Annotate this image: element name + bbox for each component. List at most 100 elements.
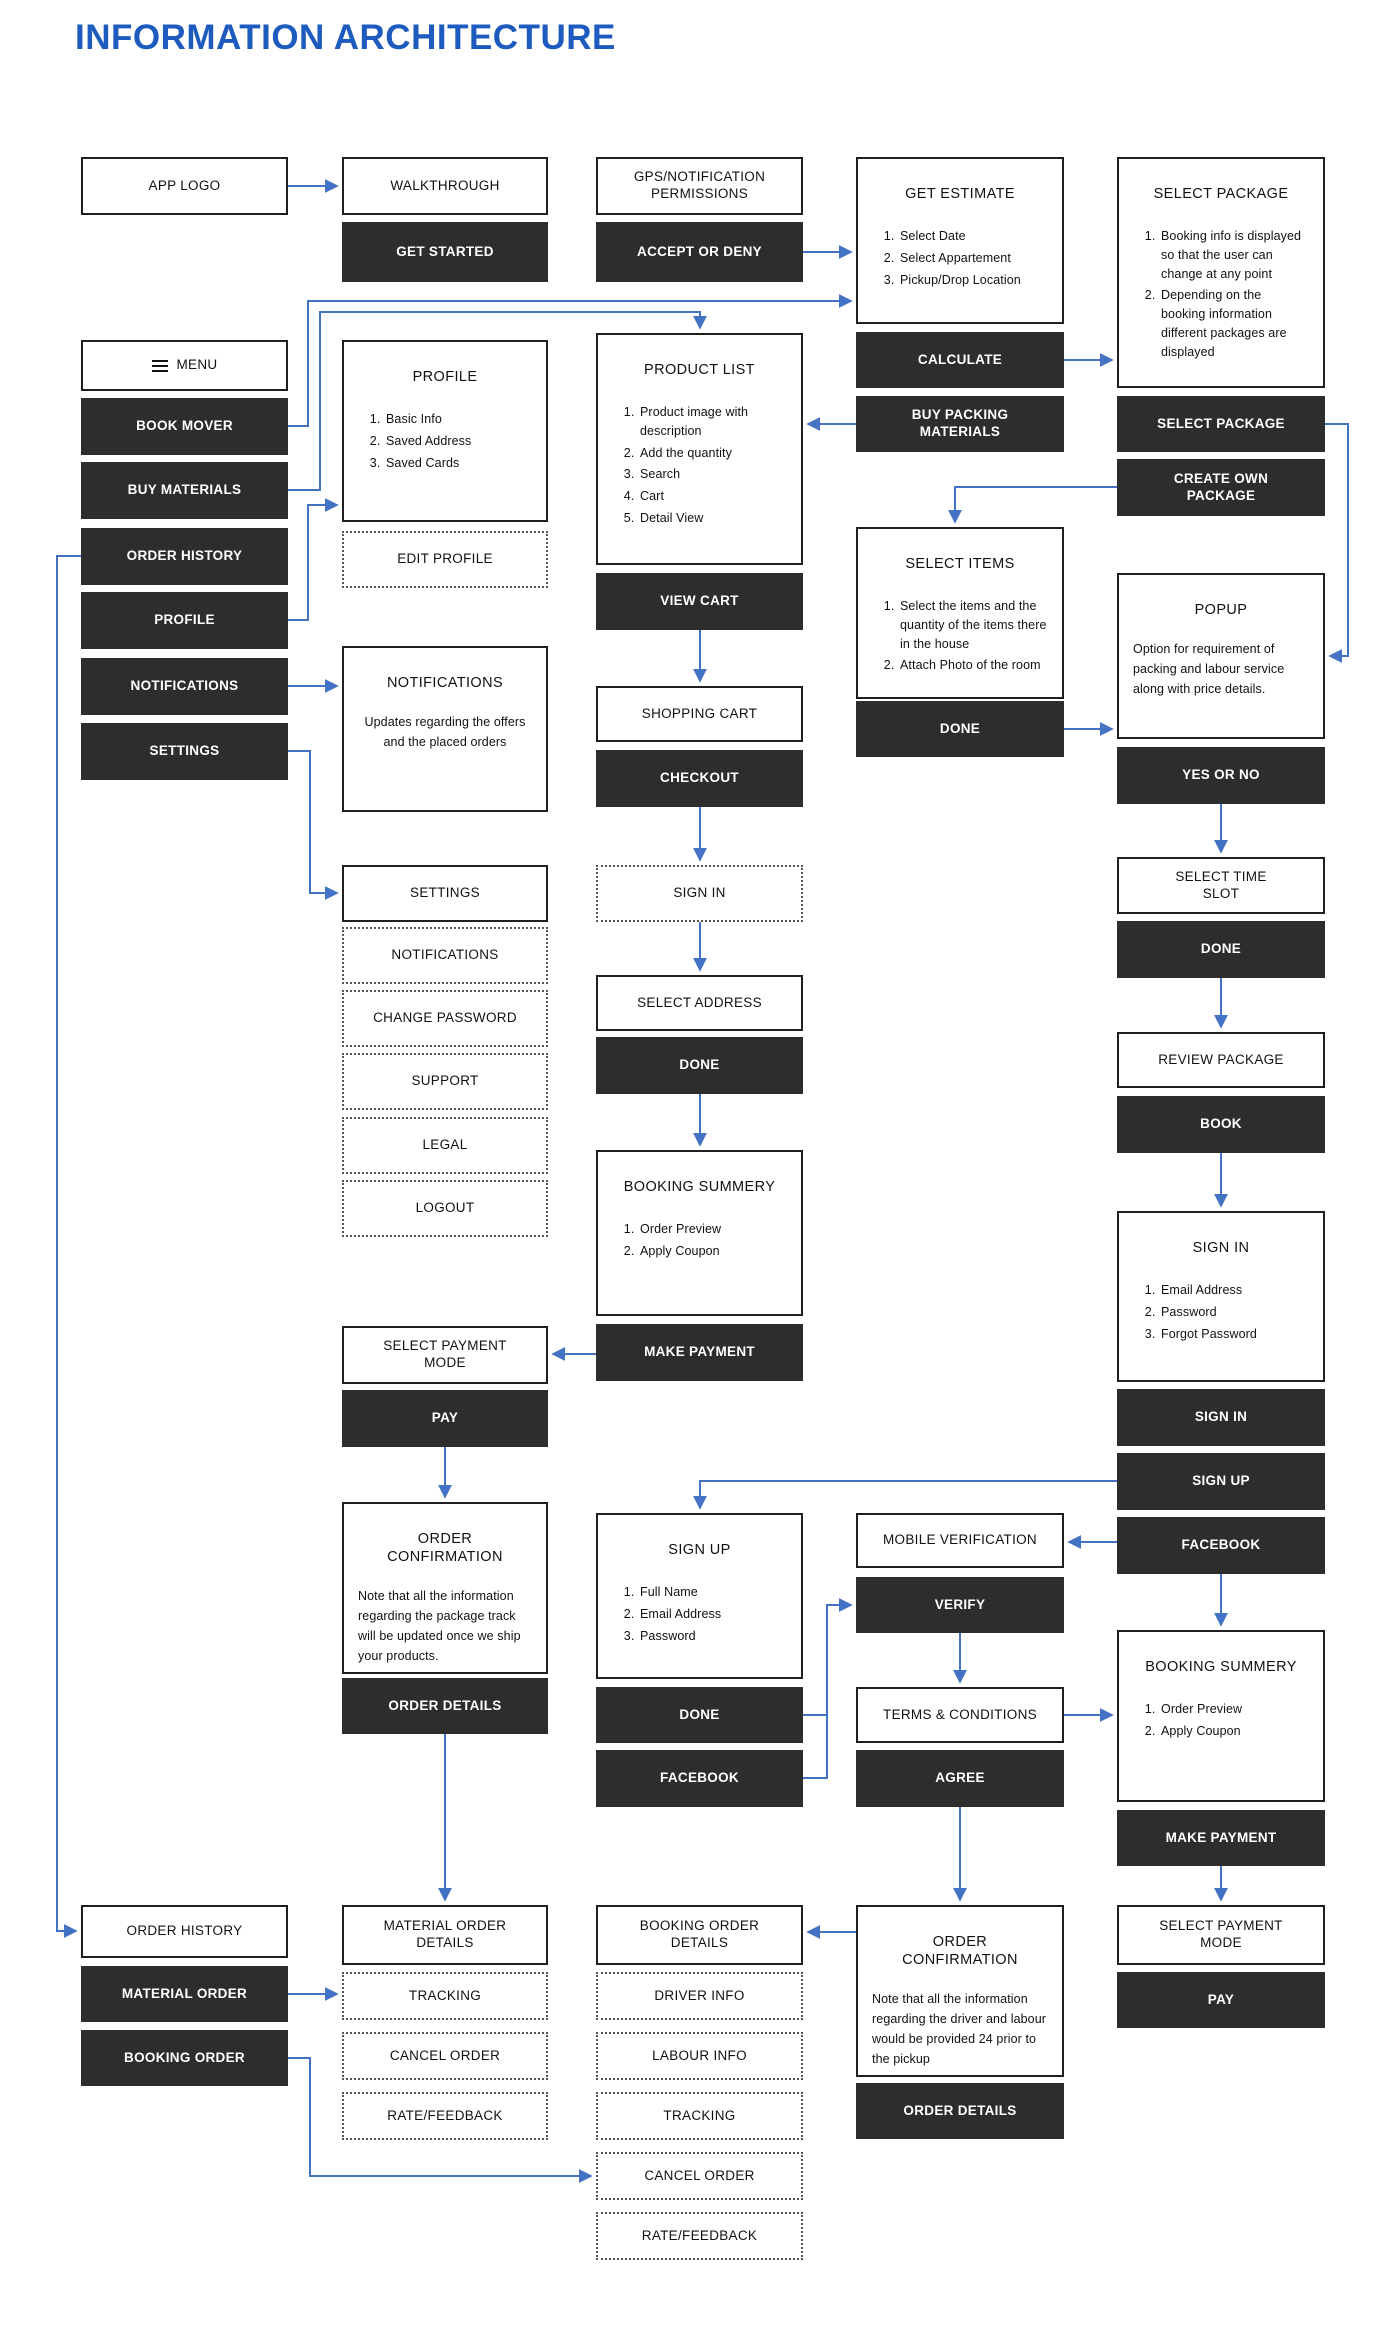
sign-in-button: SIGN IN <box>1117 1389 1325 1446</box>
order-confirmation-screen-1-note: Note that all the information regarding … <box>358 1589 521 1664</box>
gps-notification-permissions: GPS/NOTIFICATION PERMISSIONS <box>596 157 803 215</box>
menu-item-profile: PROFILE <box>81 592 288 649</box>
product-list-screen: PRODUCT LISTProduct image with descripti… <box>596 333 803 565</box>
profile-screen-item: Basic Info <box>384 410 532 429</box>
booking-summary-screen-2-item: Order Preview <box>1159 1700 1309 1719</box>
make-payment-button-1-label: MAKE PAYMENT <box>644 1344 755 1360</box>
select-package-screen-item: Booking info is displayed so that the us… <box>1159 227 1309 283</box>
order-details-button-2-label: ORDER DETAILS <box>903 2102 1017 2118</box>
order-confirmation-screen-2-note: Note that all the information regarding … <box>872 1992 1047 2067</box>
product-list-screen-item: Add the quantity <box>638 444 787 463</box>
booking-order-cancel-order-label: CANCEL ORDER <box>644 2167 755 2183</box>
booking-order-tracking: TRACKING <box>596 2092 803 2140</box>
app-logo-label: APP LOGO <box>148 177 221 193</box>
walkthrough: WALKTHROUGH <box>342 157 548 215</box>
menu-item-settings-label: SETTINGS <box>149 743 220 759</box>
menu-item-buy-materials-label: BUY MATERIALS <box>127 482 242 498</box>
product-list-screen-title: PRODUCT LIST <box>644 362 755 378</box>
booking-order-labour-info: LABOUR INFO <box>596 2032 803 2080</box>
done-address-button-label: DONE <box>679 1057 720 1073</box>
sign-in-screen-item: Forgot Password <box>1159 1325 1309 1344</box>
sign-in-screen: SIGN INEmail AddressPasswordForgot Passw… <box>1117 1211 1325 1382</box>
profile-screen: PROFILEBasic InfoSaved AddressSaved Card… <box>342 340 548 522</box>
select-payment-mode-screen-2: SELECT PAYMENT MODE <box>1117 1905 1325 1965</box>
verify-button: VERIFY <box>856 1577 1064 1633</box>
select-payment-mode-screen-2-label: SELECT PAYMENT MODE <box>1159 1918 1283 1950</box>
make-payment-button-2-label: MAKE PAYMENT <box>1165 1829 1277 1845</box>
select-items-screen-items: Select the items and the quantity of the… <box>872 597 1048 678</box>
calculate-button-label: CALCULATE <box>917 351 1003 367</box>
pay-button-2: PAY <box>1117 1972 1325 2028</box>
menu-icon <box>151 357 168 375</box>
profile-screen-title: PROFILE <box>412 369 478 385</box>
booking-order-details-screen-label: BOOKING ORDER DETAILS <box>639 1918 760 1950</box>
get-estimate-item: Select Appartement <box>898 249 1048 268</box>
sign-in-prompt: SIGN IN <box>596 865 803 922</box>
calculate-button: CALCULATE <box>856 332 1064 388</box>
buy-packing-materials-button-label: BUY PACKING MATERIALS <box>911 407 1009 439</box>
sign-up-screen-item: Password <box>638 1627 787 1646</box>
get-estimate-item: Select Date <box>898 227 1048 246</box>
connector-sign-up-button-to-sign-up-screen <box>693 1480 1117 1510</box>
settings-item-notifications-label: NOTIFICATIONS <box>391 947 499 963</box>
popup-note: Option for requirement of packing and la… <box>1133 642 1285 697</box>
done-sign-up-button-label: DONE <box>679 1706 720 1722</box>
notifications-screen-note: Updates regarding the offers and the pla… <box>364 715 526 750</box>
menu-item-notifications-label: NOTIFICATIONS <box>130 678 239 694</box>
select-address-screen: SELECT ADDRESS <box>596 975 803 1031</box>
sign-in-screen-items: Email AddressPasswordForgot Password <box>1133 1281 1309 1346</box>
material-order-cancel-order: CANCEL ORDER <box>342 2032 548 2080</box>
menu-item-order-history: ORDER HISTORY <box>81 528 288 585</box>
sign-up-button: SIGN UP <box>1117 1453 1325 1510</box>
settings-item-change-password-label: CHANGE PASSWORD <box>373 1010 517 1026</box>
settings-item-legal-label: LEGAL <box>422 1137 468 1153</box>
booking-summary-screen-1-item: Apply Coupon <box>638 1242 787 1261</box>
yes-or-no-button-label: YES OR NO <box>1182 767 1260 783</box>
booking-order-driver-info-label: DRIVER INFO <box>654 1987 745 2003</box>
menu-item-settings: SETTINGS <box>81 723 288 780</box>
terms-and-conditions-screen: TERMS & CONDITIONS <box>856 1687 1064 1743</box>
material-order-details-screen: MATERIAL ORDER DETAILS <box>342 1905 548 1965</box>
sign-in-screen-item: Password <box>1159 1303 1309 1322</box>
buy-packing-materials-button: BUY PACKING MATERIALS <box>856 396 1064 452</box>
verify-button-label: VERIFY <box>934 1596 986 1612</box>
material-order-button: MATERIAL ORDER <box>81 1966 288 2022</box>
select-items-screen-item: Attach Photo of the room <box>898 656 1048 675</box>
sign-in-prompt-label: SIGN IN <box>673 885 726 901</box>
notifications-screen-title: NOTIFICATIONS <box>386 675 504 691</box>
select-time-slot-screen-label: SELECT TIME SLOT <box>1175 868 1267 901</box>
order-details-button-1: ORDER DETAILS <box>342 1678 548 1734</box>
material-order-rate-feedback-label: RATE/FEEDBACK <box>387 2107 503 2123</box>
connector-create-own-package-to-select-items <box>948 486 1117 524</box>
settings-item-support: SUPPORT <box>342 1053 548 1110</box>
select-items-screen: SELECT ITEMSSelect the items and the qua… <box>856 527 1064 699</box>
profile-screen-item: Saved Cards <box>384 454 532 473</box>
connector-profile-menu-to-profile-screen <box>288 498 339 621</box>
order-history-screen: ORDER HISTORY <box>81 1905 288 1958</box>
get-started-button-label: GET STARTED <box>396 243 494 259</box>
get-started-button: GET STARTED <box>342 222 548 282</box>
booking-order-labour-info-label: LABOUR INFO <box>652 2047 747 2063</box>
menu: MENU <box>81 340 288 391</box>
select-package-button: SELECT PACKAGE <box>1117 396 1325 452</box>
sign-up-screen-items: Full NameEmail AddressPassword <box>612 1583 787 1648</box>
settings-item-change-password: CHANGE PASSWORD <box>342 990 548 1047</box>
menu-item-book-mover: BOOK MOVER <box>81 398 288 455</box>
material-order-tracking-label: TRACKING <box>408 1987 482 2003</box>
facebook-sign-up-button: FACEBOOK <box>596 1750 803 1807</box>
select-items-screen-item: Select the items and the quantity of the… <box>898 597 1048 653</box>
menu-item-book-mover-label: BOOK MOVER <box>136 418 233 434</box>
menu-item-buy-materials: BUY MATERIALS <box>81 462 288 519</box>
select-time-slot-screen: SELECT TIME SLOT <box>1117 857 1325 914</box>
order-details-button-2: ORDER DETAILS <box>856 2083 1064 2139</box>
done-select-items-button: DONE <box>856 701 1064 757</box>
page-title: INFORMATION ARCHITECTURE <box>75 18 616 57</box>
booking-summary-screen-1-item: Order Preview <box>638 1220 787 1239</box>
create-own-package-button-label: CREATE OWN PACKAGE <box>1173 470 1269 503</box>
material-order-details-screen-label: MATERIAL ORDER DETAILS <box>383 1918 507 1950</box>
checkout-button: CHECKOUT <box>596 750 803 807</box>
view-cart-button: VIEW CART <box>596 573 803 630</box>
